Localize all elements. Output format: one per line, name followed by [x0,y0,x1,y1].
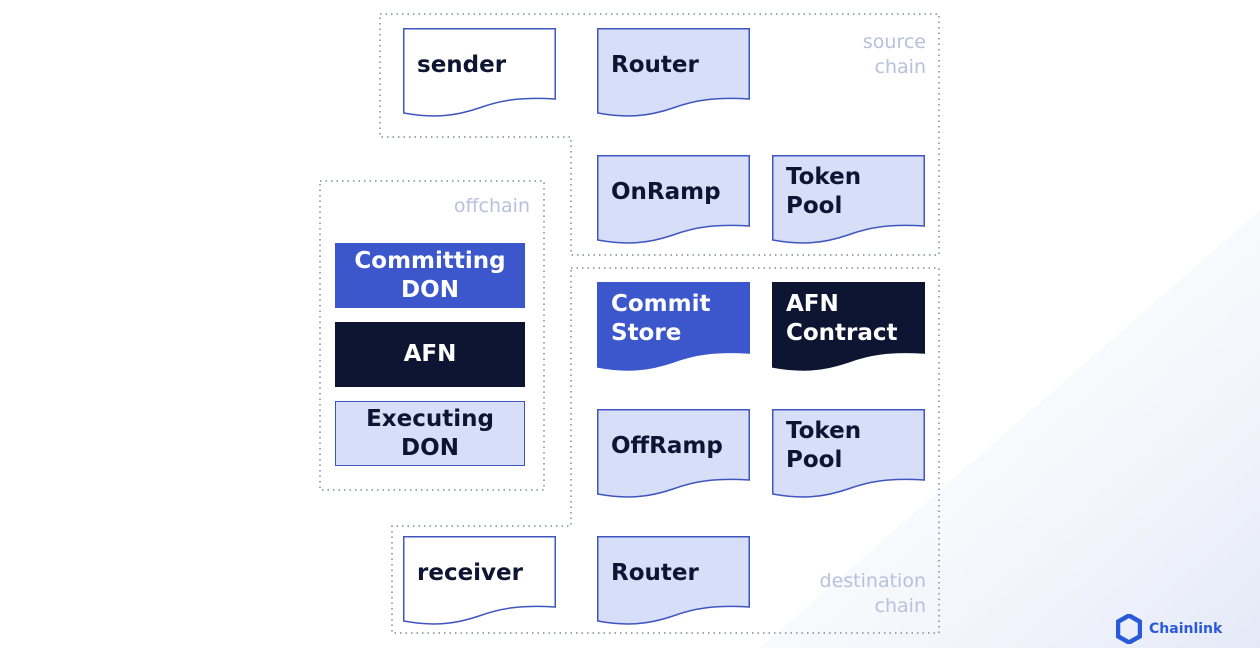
afn-contract-label: AFN Contract [786,291,898,346]
offramp-label: OffRamp [611,432,723,459]
destination-token-pool-label: Token Pool [786,418,862,473]
document-shape [597,536,750,625]
afn-contract-node[interactable]: AFN Contract [772,282,926,372]
chainlink-hexagon-icon [1116,614,1142,644]
commit-store-node[interactable]: Commit Store [597,282,751,372]
destination-router-node[interactable]: Router [597,536,751,626]
sender-label: sender [417,51,507,78]
destination-router-label: Router [611,559,699,586]
document-shape [403,536,556,625]
source-chain-label: source chain [862,31,926,78]
afn-node[interactable]: AFN [335,322,525,387]
source-router-node[interactable]: Router [597,28,751,118]
source-token-pool-node[interactable]: Token Pool [772,155,926,245]
sender-node[interactable]: sender [403,28,557,118]
document-shape [597,28,750,117]
document-shape [772,155,925,244]
receiver-node[interactable]: receiver [403,536,557,626]
receiver-label: receiver [417,559,523,586]
destination-chain-label: destination chain [819,570,926,617]
offramp-node[interactable]: OffRamp [597,409,751,499]
commit-store-label: Commit Store [611,291,711,346]
onramp-label: OnRamp [611,178,721,205]
document-shape [597,409,750,498]
source-router-label: Router [611,51,699,78]
onramp-node[interactable]: OnRamp [597,155,751,245]
document-shape [772,282,925,371]
document-shape [597,282,750,371]
document-shape [403,28,556,117]
document-shape [772,409,925,498]
committing-don-node[interactable]: Committing DON [335,243,525,308]
offchain-zone [319,180,545,491]
destination-token-pool-node[interactable]: Token Pool [772,409,926,499]
chainlink-logo[interactable]: Chainlink [1116,614,1222,644]
chainlink-wordmark: Chainlink [1149,621,1223,637]
document-shape [597,155,750,244]
offchain-label: offchain [453,195,530,217]
executing-don-node[interactable]: Executing DON [335,401,525,466]
source-token-pool-label: Token Pool [786,164,862,219]
